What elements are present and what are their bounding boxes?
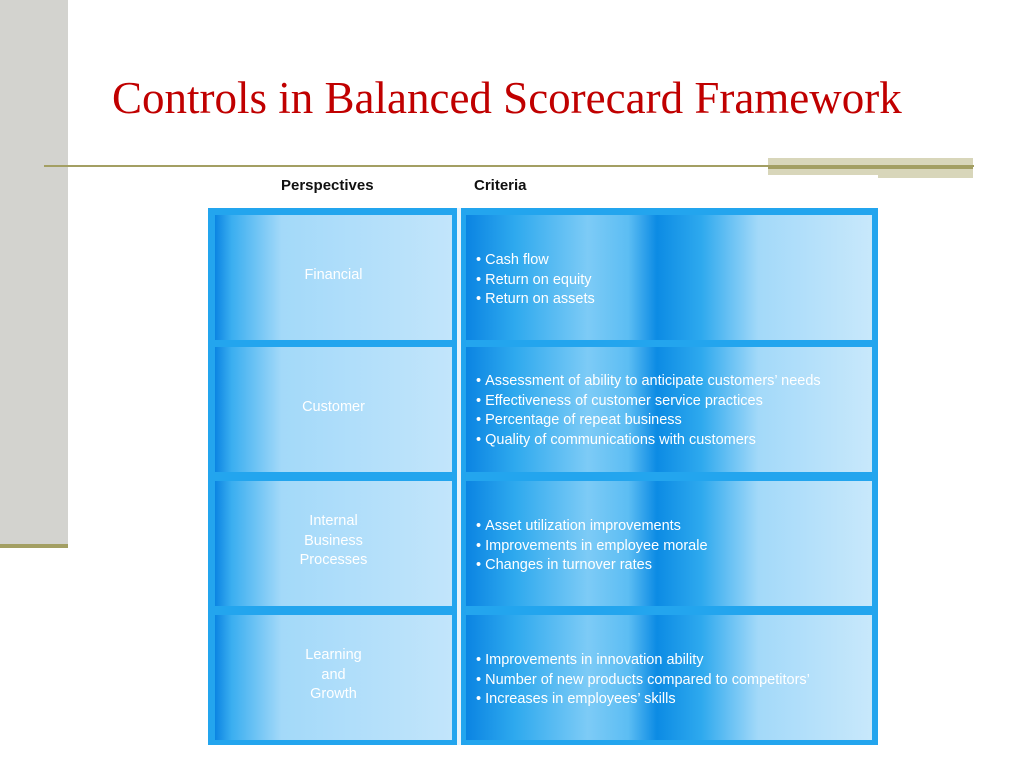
left-decorative-bar bbox=[0, 0, 68, 548]
slide-title: Controls in Balanced Scorecard Framework bbox=[112, 73, 902, 123]
perspective-cell-internal-business-processes: Internal Business Processes bbox=[215, 481, 452, 606]
criteria-item: Return on assets bbox=[476, 290, 872, 310]
criteria-cell-learning-and-growth: Improvements in innovation ability Numbe… bbox=[466, 615, 872, 740]
criteria-item: Improvements in innovation ability bbox=[476, 651, 872, 671]
header-perspectives: Perspectives bbox=[281, 177, 374, 194]
perspective-label: Learning and Growth bbox=[305, 647, 362, 703]
perspective-cell-learning-and-growth: Learning and Growth bbox=[215, 615, 452, 740]
criteria-list: Assessment of ability to anticipate cust… bbox=[476, 372, 872, 450]
perspective-label: Internal Business Processes bbox=[299, 513, 368, 569]
criteria-item: Quality of communications with customers bbox=[476, 431, 872, 451]
criteria-item: Improvements in employee morale bbox=[476, 537, 872, 557]
perspective-label: Customer bbox=[302, 398, 365, 415]
left-bar-rule bbox=[0, 544, 68, 548]
perspective-cell-customer: Customer bbox=[215, 347, 452, 472]
header-criteria: Criteria bbox=[474, 177, 527, 194]
criteria-cell-internal-business-processes: Asset utilization improvements Improveme… bbox=[466, 481, 872, 606]
criteria-item: Asset utilization improvements bbox=[476, 517, 872, 537]
corner-accent-block bbox=[768, 158, 973, 178]
criteria-cell-financial: Cash flow Return on equity Return on ass… bbox=[466, 215, 872, 340]
scorecard-table: Financial Cash flow Return on equity Ret… bbox=[208, 208, 878, 745]
scorecard-table-figure: Perspectives Criteria Financial Cash flo… bbox=[208, 175, 878, 745]
criteria-cell-customer: Assessment of ability to anticipate cust… bbox=[466, 347, 872, 472]
title-underline-rule bbox=[44, 165, 974, 167]
criteria-list: Improvements in innovation ability Numbe… bbox=[476, 651, 872, 710]
criteria-item: Changes in turnover rates bbox=[476, 556, 872, 576]
criteria-item: Number of new products compared to compe… bbox=[476, 671, 872, 691]
criteria-item: Cash flow bbox=[476, 251, 872, 271]
criteria-item: Increases in employees’ skills bbox=[476, 690, 872, 710]
criteria-item: Percentage of repeat business bbox=[476, 411, 872, 431]
perspective-label: Financial bbox=[304, 266, 363, 283]
column-divider bbox=[457, 208, 461, 745]
criteria-item: Assessment of ability to anticipate cust… bbox=[476, 372, 872, 392]
perspective-cell-financial: Financial bbox=[215, 215, 452, 340]
criteria-list: Asset utilization improvements Improveme… bbox=[476, 517, 872, 576]
criteria-item: Effectiveness of customer service practi… bbox=[476, 392, 872, 412]
criteria-item: Return on equity bbox=[476, 271, 872, 291]
criteria-list: Cash flow Return on equity Return on ass… bbox=[476, 251, 872, 310]
